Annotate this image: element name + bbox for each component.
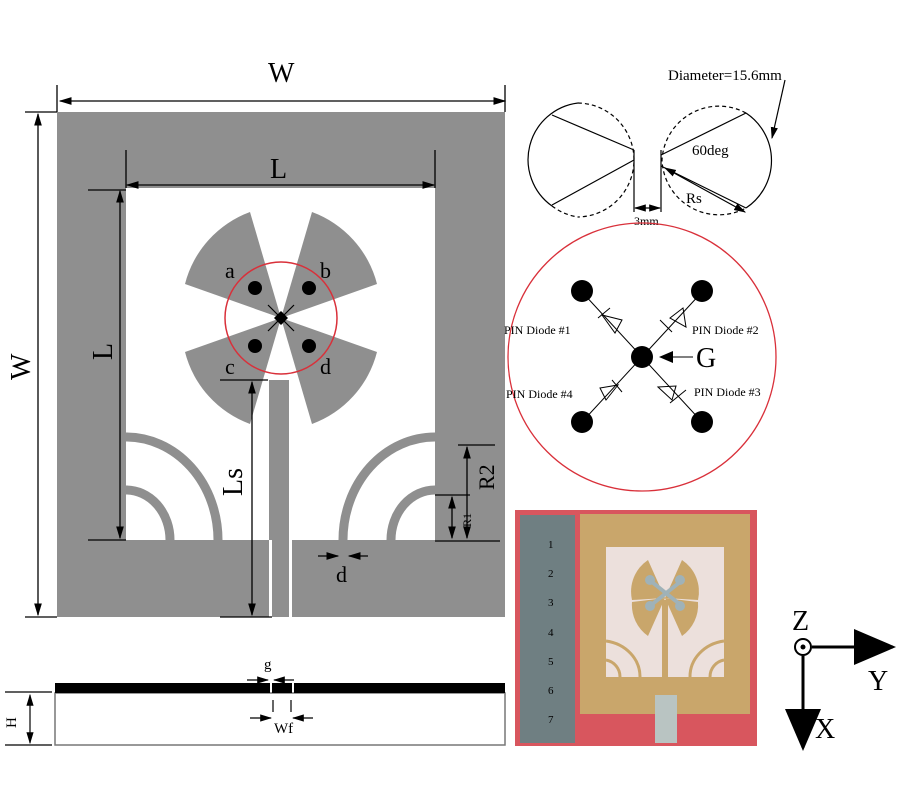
width-label-top: W [268,58,295,89]
ground-label: G [696,343,716,374]
width-label-left: W [6,353,37,380]
svg-text:2: 2 [548,568,554,580]
petal-detail [527,79,786,218]
svg-text:3: 3 [548,597,554,609]
diode-detail: PIN Diode #1 PIN Diode #2 PIN Diode #3 P… [504,222,777,492]
svg-text:7: 7 [548,714,554,726]
cross-section: g Wf H [4,657,506,746]
prototype-photo: 1 2 3 4 5 6 7 [515,510,757,746]
diode-2-icon [659,307,687,333]
parasitic-arcs [125,432,436,541]
radius-inner-label: R1 [460,513,474,527]
y-axis-label: Y [868,666,888,697]
angle-label: 60deg [692,143,729,159]
diameter-label: Diameter=15.6mm [668,68,782,84]
svg-text:4: 4 [548,627,554,639]
metal-layer-left [55,683,270,693]
feed-width-label: Wf [274,721,293,737]
length-label-top: L [270,154,287,185]
slot-length-label: Ls [218,468,249,496]
diode-3-icon [656,385,687,404]
svg-text:5: 5 [548,656,554,668]
diode-1-icon [597,307,623,334]
z-axis-label: Z [792,606,809,637]
x-axis-label: X [815,714,835,745]
metal-layer-feed [272,683,292,693]
radius-outer-label: R2 [474,464,499,490]
height-label: H [4,717,20,728]
petal-label-a: a [225,258,235,283]
svg-text:6: 6 [548,685,554,697]
svg-text:1: 1 [548,539,554,551]
gap-label: g [264,657,272,673]
gap-3mm-label: 3mm [634,214,659,228]
ruler [520,515,575,743]
length-label-left: L [88,343,119,360]
metal-layer-right [294,683,505,693]
via-dots [248,281,316,353]
arc-width-label: d [336,562,347,587]
rs-label: Rs [686,191,702,207]
diode-3-label: PIN Diode #3 [694,385,761,399]
diode-1-label: PIN Diode #1 [504,323,571,337]
feed-line [273,380,288,617]
coordinate-axes: Z Y X [785,606,896,751]
diode-2-label: PIN Diode #2 [692,323,759,337]
diode-region-circle [224,261,338,375]
diode-4-label: PIN Diode #4 [506,387,573,401]
petal-label-b: b [320,258,331,283]
antenna-layout: a b c d [57,112,505,617]
petal-label-c: c [225,354,235,379]
ruler-marks: 1 2 3 4 5 6 7 [548,539,554,726]
diode-4-icon [599,379,623,401]
dimensions [25,85,507,618]
sma-connector [655,695,677,743]
petal-label-d: d [320,354,331,379]
substrate [54,692,506,746]
diode-detail-circle [507,222,777,492]
